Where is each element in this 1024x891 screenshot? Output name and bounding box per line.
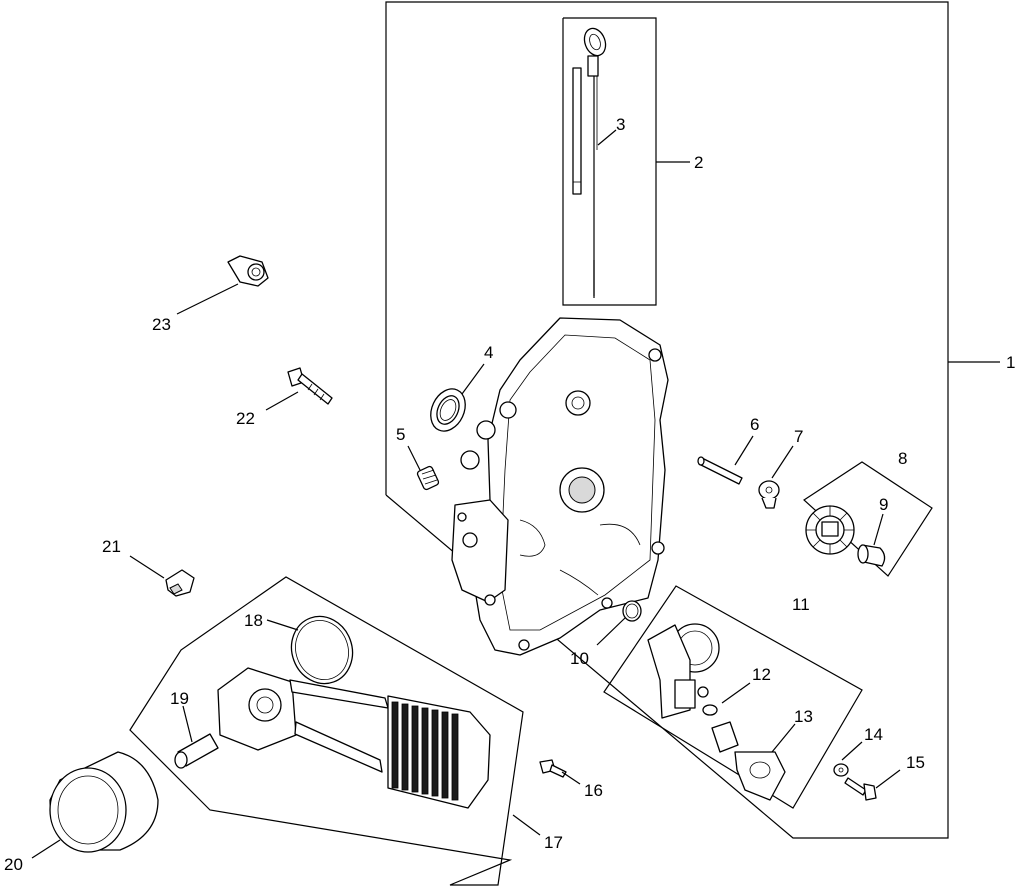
callout-labels: 1 2 3 4 5 6 7 8 9 10 11 12 13 14 15 16 1… bbox=[4, 115, 1015, 874]
callout-1: 1 bbox=[1006, 353, 1015, 372]
o-ring-18 bbox=[290, 615, 354, 685]
callout-12: 12 bbox=[752, 665, 771, 684]
governor-shaft bbox=[857, 544, 886, 567]
callout-6: 6 bbox=[750, 415, 759, 434]
o-ring-12 bbox=[702, 704, 718, 716]
callout-23: 23 bbox=[152, 315, 171, 334]
nipple-fitting bbox=[174, 733, 219, 769]
callout-2: 2 bbox=[694, 153, 703, 172]
callout-9: 9 bbox=[879, 495, 888, 514]
group-bracket-2 bbox=[562, 17, 657, 306]
group-bracket-11 bbox=[603, 585, 863, 809]
callout-17: 17 bbox=[544, 833, 563, 852]
bolt-22 bbox=[287, 367, 333, 405]
screw-15 bbox=[844, 777, 877, 801]
callout-13: 13 bbox=[794, 707, 813, 726]
leader-lines bbox=[31, 129, 901, 859]
callout-16: 16 bbox=[584, 781, 603, 800]
clip-21 bbox=[165, 569, 195, 597]
callout-7: 7 bbox=[794, 427, 803, 446]
group-bracket-17 bbox=[129, 576, 524, 886]
pipe-plug bbox=[416, 465, 440, 491]
oil-pickup bbox=[711, 721, 786, 801]
governor-gear bbox=[805, 505, 855, 555]
oil-seal bbox=[430, 388, 466, 432]
oil-cooler bbox=[217, 667, 491, 809]
callout-8: 8 bbox=[898, 449, 907, 468]
washer-14 bbox=[833, 763, 849, 777]
callout-3: 3 bbox=[616, 115, 625, 134]
callout-15: 15 bbox=[906, 753, 925, 772]
callout-20: 20 bbox=[4, 855, 23, 874]
o-ring-10 bbox=[622, 600, 642, 622]
callout-5: 5 bbox=[396, 425, 405, 444]
oil-filter bbox=[49, 751, 159, 853]
screw-16 bbox=[539, 759, 567, 778]
callout-11: 11 bbox=[792, 595, 810, 614]
callout-18: 18 bbox=[244, 611, 263, 630]
callout-14: 14 bbox=[864, 725, 883, 744]
dipstick-assembly bbox=[572, 27, 607, 298]
callout-19: 19 bbox=[170, 689, 189, 708]
oil-pressure-switch bbox=[227, 255, 269, 287]
oil-pump bbox=[647, 623, 720, 719]
callout-4: 4 bbox=[484, 343, 493, 362]
callout-21: 21 bbox=[102, 537, 121, 556]
callout-10: 10 bbox=[570, 649, 589, 668]
callout-22: 22 bbox=[236, 409, 255, 428]
dowel-pin bbox=[697, 456, 743, 485]
thrust-washer bbox=[758, 480, 780, 509]
group-bracket-1 bbox=[385, 1, 949, 839]
closure-plate bbox=[451, 317, 669, 656]
